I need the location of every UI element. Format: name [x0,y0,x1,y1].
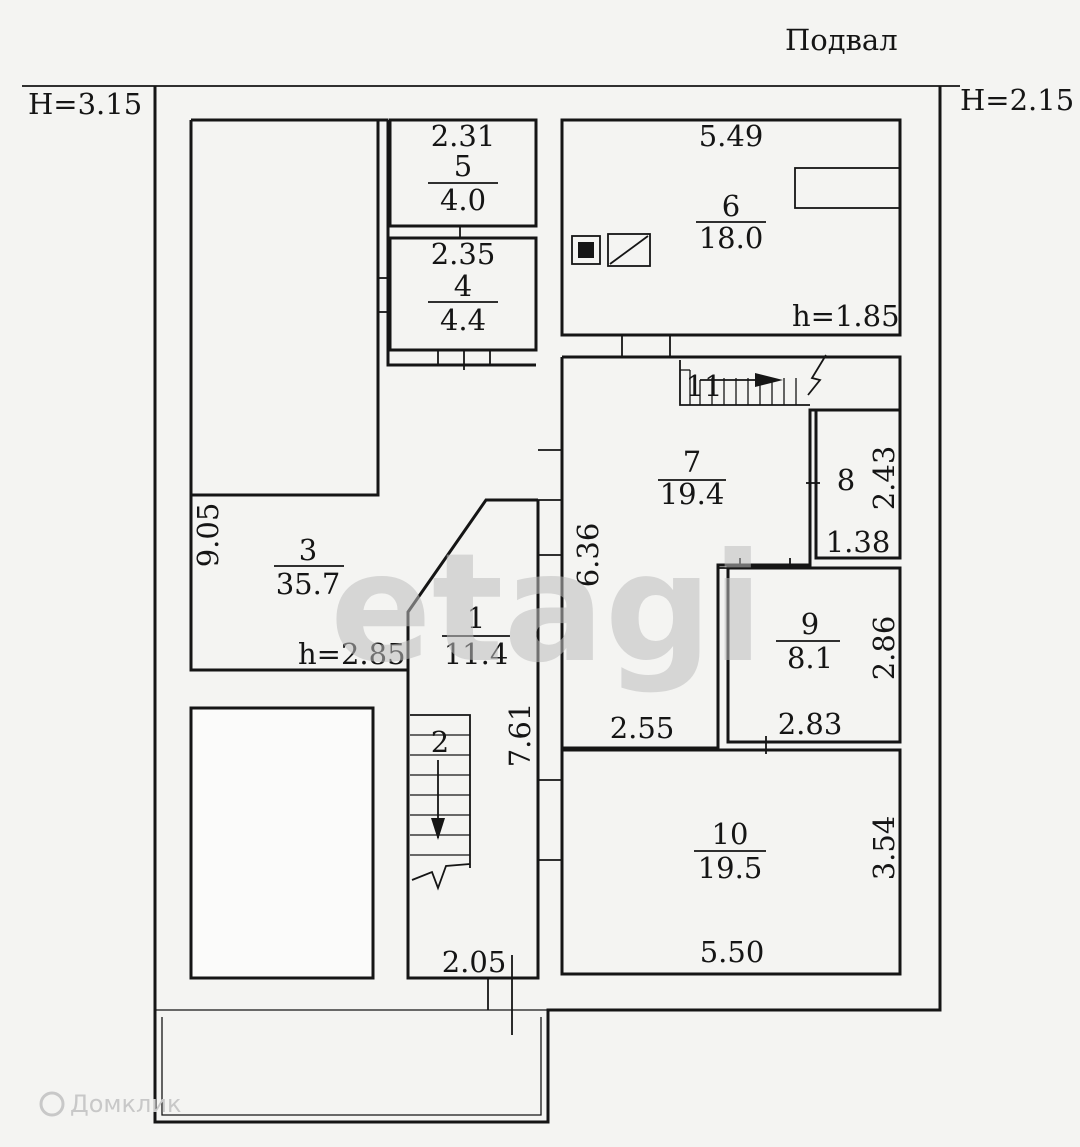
stair-11-number: 11 [686,369,723,403]
house-icon [39,1091,65,1117]
room-10-number: 10 [712,817,749,851]
watermark-domclick-text: Домклик [70,1090,181,1118]
outbuilding-blocks [189,706,375,980]
watermark-etagi: etagi [330,522,763,696]
stair-2 [410,714,471,891]
room-labels: 2.31 5 4.0 2.35 4 4.4 5.49 6 18.0 h=1.85… [191,119,901,979]
room-6-width: 5.49 [699,119,764,153]
room-9-number: 9 [801,607,819,641]
room-8-walls [806,408,902,560]
small-rooms-4-5 [388,118,538,370]
floor-title: Подвал [785,23,898,57]
room-8-width: 1.38 [826,525,891,559]
room-10-walls [560,748,902,976]
height-left: H=3.15 [28,87,142,121]
room-3-walls [189,118,538,672]
room-9-width: 2.83 [778,707,843,741]
room-7-number: 7 [683,445,701,479]
room-10-area: 19.5 [698,851,763,885]
room-1-number: 1 [467,601,485,635]
room-3-height: 9.05 [191,503,225,568]
room-3-ceiling: h=2.85 [298,637,406,671]
room-9-area: 8.1 [787,641,833,675]
room-5-width: 2.31 [431,119,496,153]
room-5-area: 4.0 [440,183,486,217]
room-4-number: 4 [454,269,472,303]
room-8-height: 2.43 [867,446,901,511]
room-1-height: 7.61 [503,703,537,768]
stair-2-number: 2 [431,725,449,759]
room-6-number: 6 [722,189,740,223]
corridor-1 [406,449,562,1035]
room-4-area: 4.4 [440,303,486,337]
room-7-width: 2.55 [610,711,675,745]
room-4-width: 2.35 [431,237,496,271]
watermark-domclick: Домклик [39,1090,181,1118]
height-right: H=2.15 [960,83,1074,117]
room-10-height: 3.54 [867,816,901,881]
room-7-height: 6.36 [571,523,605,588]
room-5-number: 5 [454,149,472,183]
room-6-height: h=1.85 [792,299,900,333]
outer-walls [153,86,942,1124]
room-9-height: 2.86 [867,616,901,681]
room-6-area: 18.0 [699,221,764,255]
room-7-area: 19.4 [660,477,725,511]
room-6-walls [560,118,902,357]
room-1-width: 2.05 [442,945,507,979]
room-10-width: 5.50 [700,935,765,969]
room-1-area: 11.4 [444,637,509,671]
room-3-area: 35.7 [276,567,341,601]
room-8-number: 8 [837,463,855,497]
room-3-number: 3 [299,533,317,567]
